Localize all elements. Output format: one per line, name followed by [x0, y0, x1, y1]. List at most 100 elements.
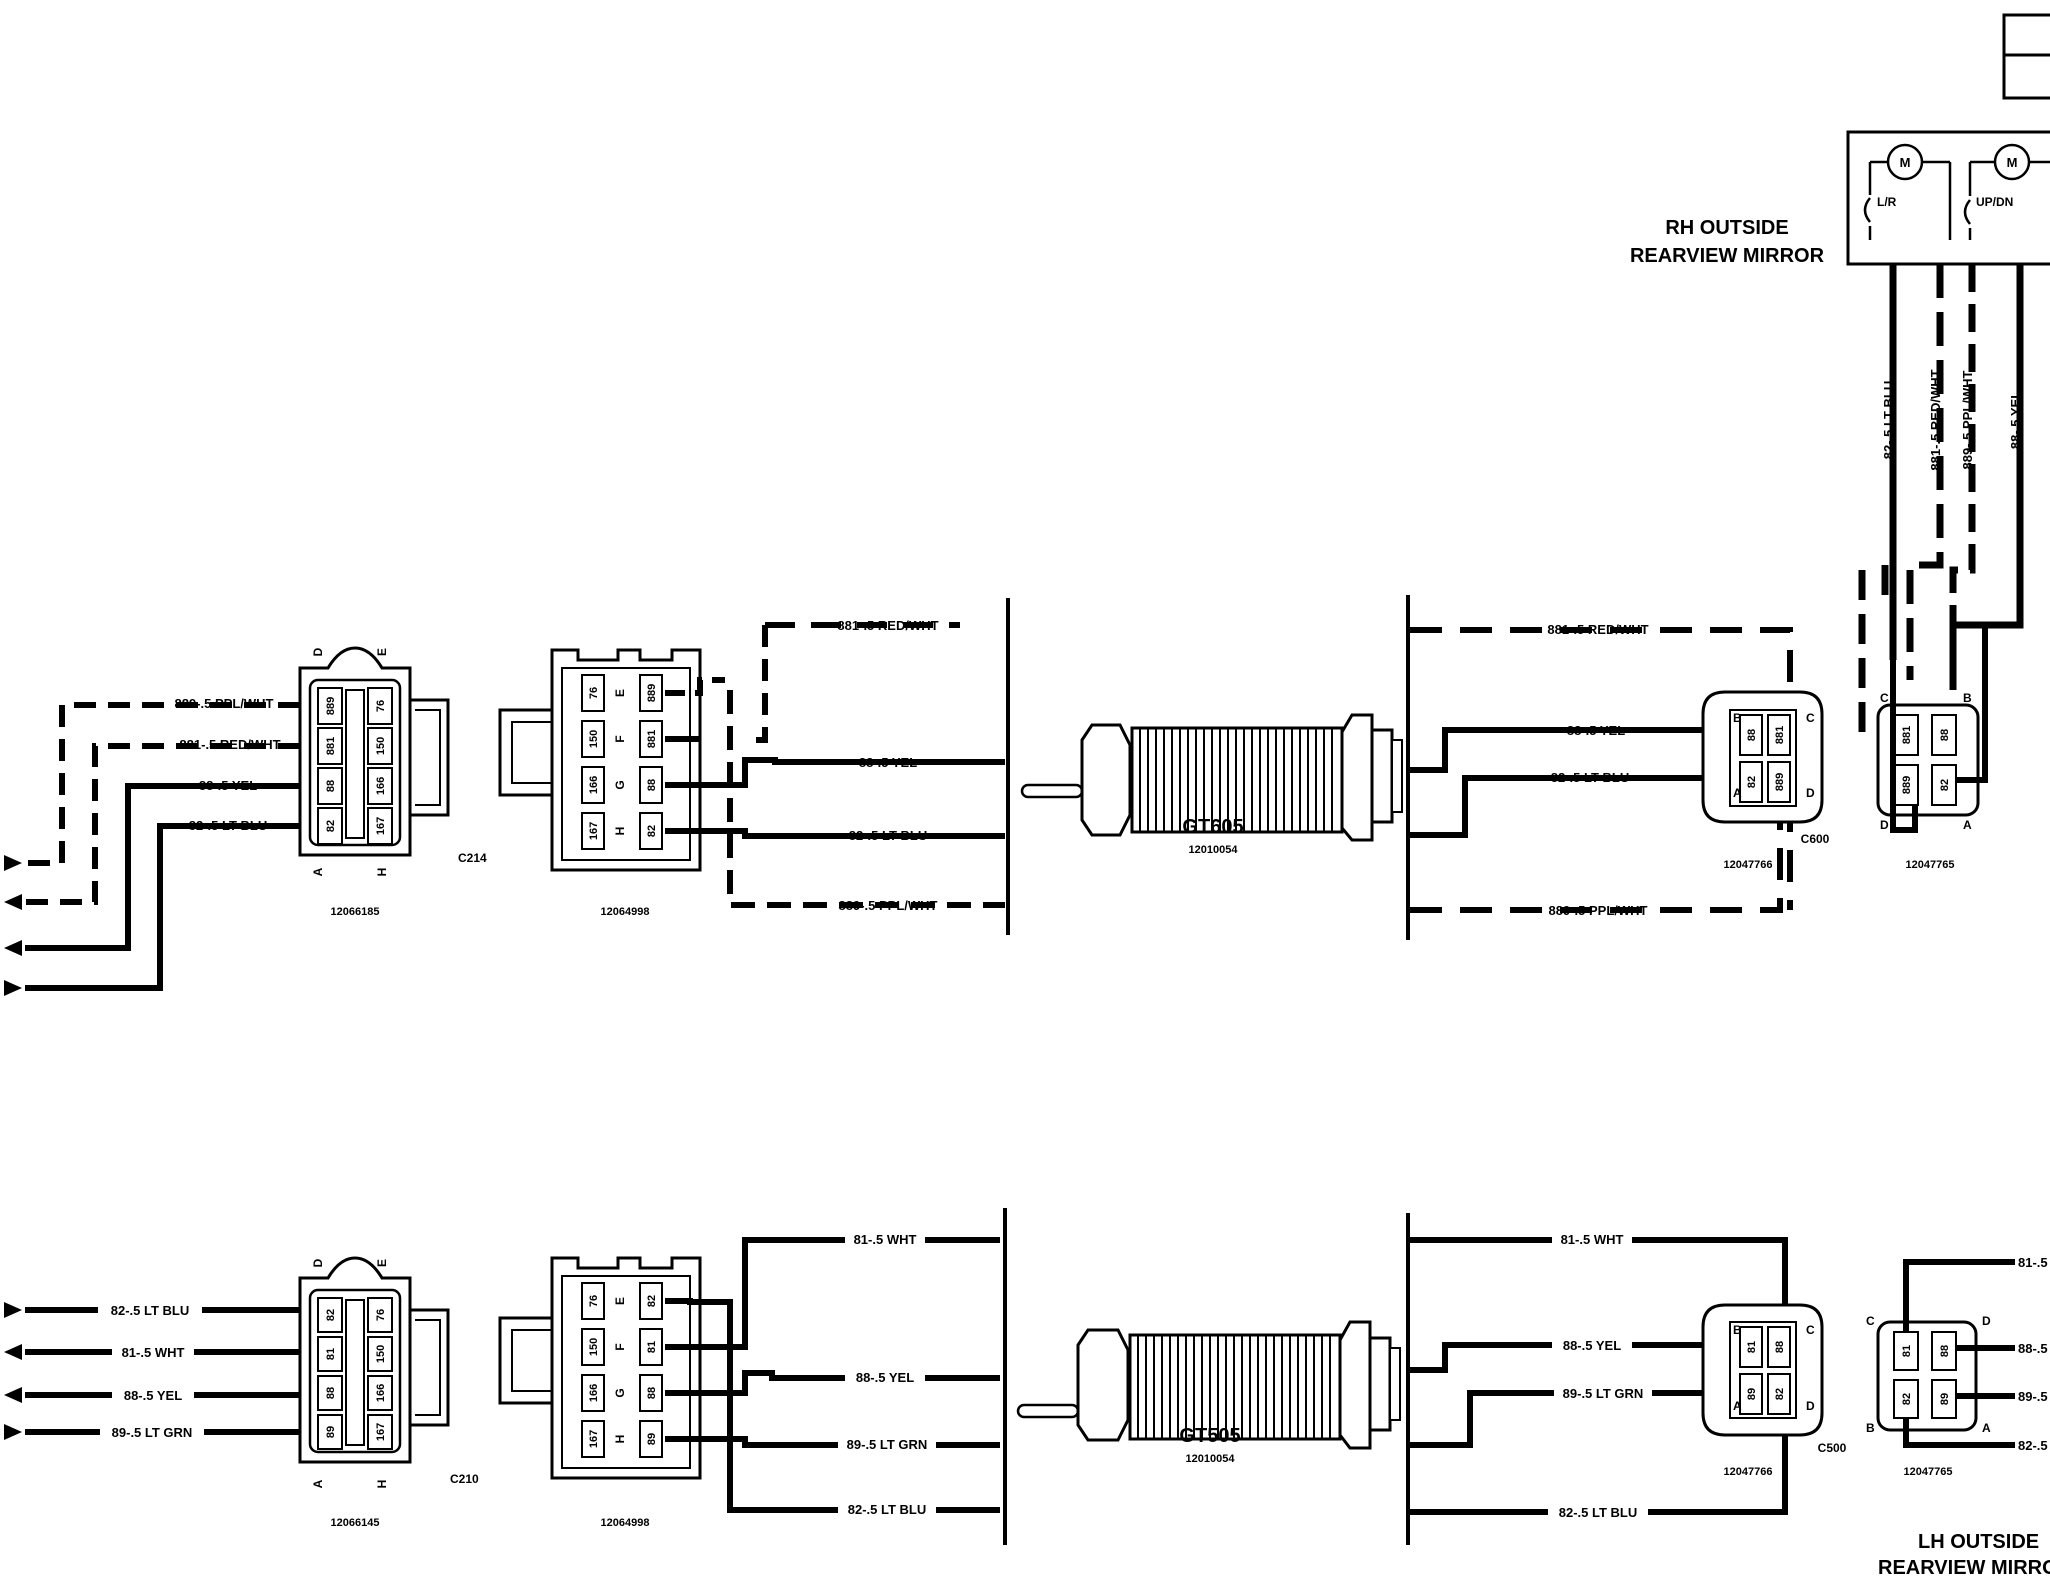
- lower-c500-pin-d: D: [1806, 1399, 1815, 1413]
- lower-c210-id: C210: [450, 1472, 479, 1486]
- lower-door-label-3: 89-.5 LT GRN: [1563, 1386, 1644, 1401]
- lower-stub-label-2: 88-.5: [2018, 1341, 2048, 1356]
- lower-mid-label-1: 81-.5 WHT: [854, 1232, 917, 1247]
- lower-left-wires: [25, 1307, 300, 1435]
- upper-mc-cav-4: 82: [1939, 779, 1951, 791]
- upper-door-label-3: 82-.5 LT BLU: [1551, 770, 1630, 785]
- upper-door-label-4: 889-.5 PPL/WHT: [1549, 903, 1648, 918]
- upper-grommet-gt605: GT605 12010054: [1020, 713, 1403, 856]
- lower-c2-letter-1: E: [613, 1297, 627, 1305]
- lower-c2-cav-r2: 81: [646, 1341, 658, 1353]
- lower-mc-cav-4: 89: [1939, 1393, 1951, 1405]
- lower-c500-pin-b: B: [1733, 1323, 1742, 1337]
- upper-c600-pin-d: D: [1806, 786, 1815, 800]
- rh-lr-motor-label: L/R: [1877, 195, 1897, 209]
- upper-mid-label-4: 889-.5 PPL/WHT: [839, 898, 938, 913]
- upper-mc-part: 12047765: [1906, 859, 1955, 871]
- upper-door-wire-labels: 881-.5 RED/WHT 88-.5 YEL 82-.5 LT BLU 88…: [1547, 622, 1648, 918]
- lower-mirror-connector: 81 88 82 89 C D B A 12047765: [1866, 1314, 1991, 1478]
- upper-c2-letter-2: F: [613, 735, 627, 742]
- upper-c214-cav-r4: 167: [375, 817, 387, 835]
- upper-c2-cav-l1: 76: [588, 687, 600, 699]
- upper-left-wires: [25, 702, 300, 991]
- upper-c2-cav-l2: 150: [588, 730, 600, 748]
- upper-c600-pin-b: B: [1733, 711, 1742, 725]
- lower-c210-pin-e: E: [375, 1259, 389, 1267]
- upper-c600-pin-a: A: [1733, 786, 1742, 800]
- upper-c214-id: C214: [458, 851, 487, 865]
- lower-mirror-stub-labels: 81-.5 88-.5 89-.5 82-.5: [2015, 1253, 2050, 1454]
- upper-c2-cav-r1: 889: [646, 684, 658, 702]
- riser-label-1: 82-.5 LT BLU: [1881, 381, 1896, 460]
- upper-mc-pin-d: D: [1880, 818, 1889, 832]
- lower-c500-pin-a: A: [1733, 1399, 1742, 1413]
- lh-mirror-title: LH OUTSIDE REARVIEW MIRROR: [1878, 1531, 2050, 1579]
- upper-wire-label-1: 889-.5 PPL/WHT: [175, 696, 274, 711]
- lower-mc-cav-1: 81: [1901, 1345, 1913, 1357]
- lower-grommet-gt505: GT505 12010054: [1016, 1320, 1401, 1465]
- upper-c600-cav-3: 82: [1746, 776, 1758, 788]
- lower-c210-connector: 82 81 88 89 76 150 166 167 D E A H C210 …: [298, 1256, 479, 1529]
- upper-left-arrows: [4, 855, 22, 996]
- upper-c2-letter-3: G: [613, 780, 627, 789]
- lower-mc-cav-2: 88: [1939, 1345, 1951, 1357]
- upper-mid-label-2: 88-.5 YEL: [859, 755, 917, 770]
- lower-wire-label-4: 89-.5 LT GRN: [112, 1425, 193, 1440]
- lower-c2-cav-r1: 82: [646, 1295, 658, 1307]
- upper-c2-cav-r4: 82: [646, 825, 658, 837]
- upper-c214-cav-l4: 82: [325, 820, 337, 832]
- upper-c214-pin-d: D: [311, 647, 325, 656]
- upper-c2-cav-r3: 88: [646, 779, 658, 791]
- upper-c2-cav-l3: 166: [588, 776, 600, 794]
- sheet-corner-frame: [2002, 13, 2050, 100]
- lower-c210-pin-a: A: [311, 1479, 325, 1488]
- upper-mc-cav-3: 889: [1901, 776, 1913, 794]
- riser-label-3: 889-.5 PPL/WHT: [1960, 370, 1975, 469]
- upper-c214-pin-e: E: [375, 648, 389, 656]
- upper-wire-label-2: 881-.5 RED/WHT: [179, 737, 280, 752]
- lower-stub-label-3: 89-.5: [2018, 1389, 2048, 1404]
- lower-c2-cav-l2: 150: [588, 1338, 600, 1356]
- lower-door-wire-labels: 81-.5 WHT 88-.5 YEL 89-.5 LT GRN 82-.5 L…: [1548, 1230, 1652, 1521]
- upper-c600-cav-4: 889: [1774, 773, 1786, 791]
- upper-c2-cav-r2: 881: [646, 730, 658, 748]
- upper-mc-pin-b: B: [1963, 691, 1972, 705]
- upper-c214-pin-a: A: [311, 867, 325, 876]
- upper-c214-cav-r2: 150: [375, 737, 387, 755]
- upper-grommet-part: 12010054: [1189, 844, 1239, 856]
- lower-c500-cav-2: 88: [1774, 1341, 1786, 1353]
- lower-c210-cav-r1: 76: [375, 1309, 387, 1321]
- lower-c2-cav-r4: 89: [646, 1433, 658, 1445]
- upper-c214-cav-l3: 88: [325, 780, 337, 792]
- lower-door-label-4: 82-.5 LT BLU: [1559, 1505, 1638, 1520]
- upper-mc-pin-a: A: [1963, 818, 1972, 832]
- lower-c500-id: C500: [1818, 1441, 1847, 1455]
- lower-c210-part: 12066145: [331, 1517, 380, 1529]
- upper-c2-letter-4: H: [613, 827, 627, 836]
- upper-c214-cav-r1: 76: [375, 700, 387, 712]
- lower-mid-wire-labels: 81-.5 WHT 88-.5 YEL 89-.5 LT GRN 82-.5 L…: [838, 1230, 936, 1518]
- upper-c600-cav-2: 881: [1774, 726, 1786, 744]
- lower-door-label-2: 88-.5 YEL: [1563, 1338, 1621, 1353]
- rh-updn-motor: [1963, 143, 2050, 240]
- upper-mid-label-1: 881-.5 RED/WHT: [837, 618, 938, 633]
- lower-stub-label-1: 81-.5: [2018, 1255, 2048, 1270]
- upper-c214-cav-l1: 889: [325, 697, 337, 715]
- lower-c210-cav-r4: 167: [375, 1423, 387, 1441]
- lower-c210-cav-l2: 81: [325, 1348, 337, 1360]
- lower-mc-part: 12047765: [1904, 1466, 1953, 1478]
- rh-lr-motor-symbol: M: [1900, 155, 1911, 170]
- upper-c2-part: 12064998: [601, 906, 650, 918]
- lower-c2-cav-l4: 167: [588, 1430, 600, 1448]
- upper-c600-connector: 88 881 82 889 B C A D 12047766 C600: [1701, 690, 1830, 871]
- lower-c210-pin-h: H: [375, 1480, 389, 1489]
- lower-mc-cav-3: 82: [1901, 1393, 1913, 1405]
- upper-door-label-1: 881-.5 RED/WHT: [1547, 622, 1648, 637]
- lower-mc-pin-a: A: [1982, 1421, 1991, 1435]
- upper-mating-connector: 76 150 166 167 E F G H 889 881 88 82 120…: [498, 648, 702, 918]
- rh-updn-motor-symbol: M: [2007, 155, 2018, 170]
- lower-c500-part: 12047766: [1724, 1466, 1773, 1478]
- upper-mid-wires: [665, 598, 1010, 935]
- lower-c2-letter-3: G: [613, 1388, 627, 1397]
